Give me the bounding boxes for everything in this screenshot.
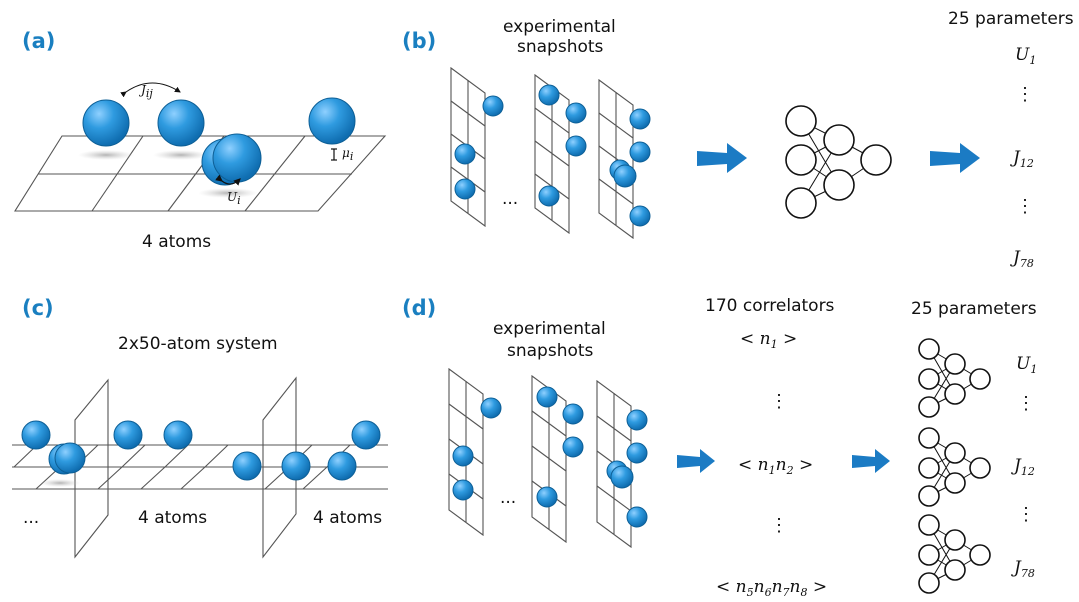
snapshot-atom (536, 486, 558, 508)
snapshot-atom (452, 479, 474, 501)
vdots: ⋮ (1016, 196, 1034, 217)
param-j12: J12 (1011, 456, 1035, 478)
snapshot-atom (629, 141, 651, 163)
param-u1: U1 (1016, 354, 1037, 376)
neural-network-icon (918, 427, 991, 507)
param-j78: J78 (1011, 558, 1035, 580)
panel-a: (a) Jij Ui μi 4 atoms (14, 29, 387, 252)
vdots: ⋮ (1016, 84, 1034, 105)
neural-network-icon (785, 105, 892, 219)
flow-arrow (852, 449, 890, 473)
snapshot-ellipsis: ... (500, 488, 516, 508)
panel-a-caption: 4 atoms (142, 232, 211, 252)
correlators-title: 170 correlators (705, 296, 835, 316)
atom-shadow (153, 150, 209, 160)
vdots: ⋮ (1017, 504, 1035, 525)
snapshot-atom (626, 442, 648, 464)
snapshot-atom (452, 445, 474, 467)
snapshots-title-line1: experimental (503, 17, 616, 37)
snapshots-title-line2: snapshots (517, 37, 604, 57)
caption-right: 4 atoms (313, 508, 382, 528)
atom-2 (157, 99, 205, 147)
snapshot-atom (565, 102, 587, 124)
snapshot-atom (454, 178, 476, 200)
snapshot-atom (562, 403, 584, 425)
snapshot-grid (531, 374, 584, 544)
snapshot-atom (482, 95, 504, 117)
panel-d: (d) experimental snapshots ... (402, 296, 1037, 599)
neural-network-icon (918, 514, 991, 594)
param-j12: J12 (1010, 148, 1034, 170)
param-u1: U1 (1015, 45, 1036, 67)
snapshot-atom (613, 164, 637, 188)
divider-plane (262, 376, 297, 559)
snapshot-atom (565, 135, 587, 157)
snapshot-grid (450, 66, 504, 228)
snapshot-atom (538, 185, 560, 207)
snapshot-ellipsis: ... (502, 189, 518, 209)
panel-c-label: (c) (22, 296, 54, 320)
atom-shadow (78, 150, 134, 160)
snapshot-grid (596, 379, 648, 549)
vdots: ⋮ (1017, 393, 1035, 414)
snapshot-atom (626, 409, 648, 431)
snapshot-atom (480, 397, 502, 419)
snapshot-grid (598, 78, 651, 240)
hopping-arrow (120, 82, 181, 98)
ladder-atom (232, 451, 262, 481)
vdots: ⋮ (770, 391, 788, 412)
atom-shadow (198, 188, 258, 198)
flow-arrow (677, 449, 715, 473)
ladder-atom (351, 420, 381, 450)
ladder-atom (54, 442, 86, 474)
param-j78: J78 (1010, 248, 1034, 270)
correlator-n1n2: < n1n2 > (738, 455, 813, 477)
interaction-arrow (215, 174, 241, 186)
snapshot-atom (629, 205, 651, 227)
snapshots-title-line2: snapshots (507, 341, 594, 361)
snapshot-atom (629, 108, 651, 130)
vdots: ⋮ (770, 515, 788, 536)
left-ellipsis: ... (23, 508, 39, 528)
snapshot-atom (562, 436, 584, 458)
flow-arrow (697, 143, 747, 173)
snapshot-atom (454, 143, 476, 165)
neural-network-icon (918, 338, 991, 418)
ladder-atom (113, 420, 143, 450)
snapshot-grid (448, 367, 502, 537)
flow-arrow (930, 143, 980, 173)
correlator-n1: < n1 > (740, 329, 797, 351)
atom-3b (212, 133, 262, 183)
interaction-label: Ui (227, 190, 241, 207)
params-title: 25 parameters (948, 9, 1074, 29)
lattice-plane-a (14, 135, 387, 212)
ladder-atom (163, 420, 193, 450)
caption-left: 4 atoms (138, 508, 207, 528)
snapshot-atom (626, 506, 648, 528)
snapshot-atom (536, 386, 558, 408)
params-title: 25 parameters (911, 299, 1037, 319)
snapshot-grid (534, 73, 587, 235)
panel-b-label: (b) (402, 29, 436, 53)
snapshot-atom (610, 465, 634, 489)
snapshots-title-line1: experimental (493, 319, 606, 339)
divider-plane (74, 378, 109, 559)
snapshot-atom (538, 84, 560, 106)
atom-4 (308, 97, 356, 145)
ladder-atom (327, 451, 357, 481)
panel-a-label: (a) (22, 29, 55, 53)
panel-d-label: (d) (402, 296, 436, 320)
hopping-label: Jij (138, 83, 153, 100)
atom-1 (82, 99, 130, 147)
ladder-atom (21, 420, 51, 450)
panel-b: (b) experimental snapshots ... (402, 9, 1074, 270)
correlator-n5n6n7n8: < n5n6n7n8 > (716, 577, 827, 599)
panel-c: (c) 2x50-atom system (12, 296, 388, 559)
panel-c-title: 2x50-atom system (118, 334, 278, 354)
ladder-atom (281, 451, 311, 481)
potential-label: μi (342, 146, 353, 163)
